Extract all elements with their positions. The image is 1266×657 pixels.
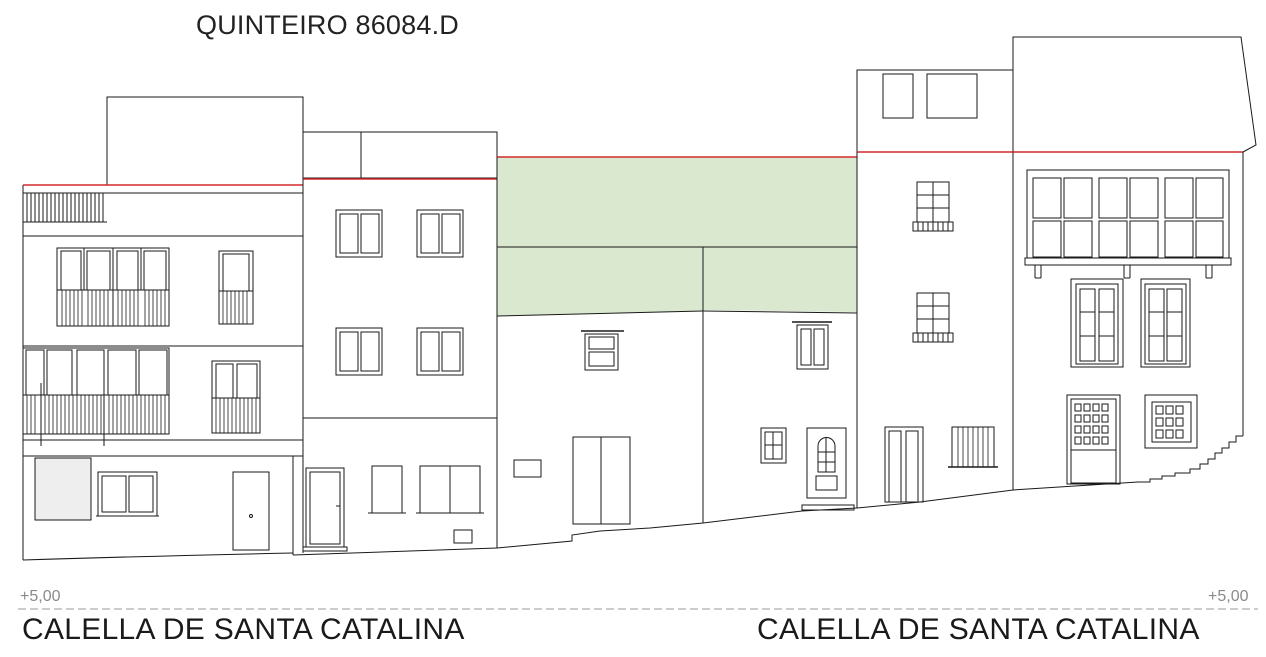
street-label-left: CALELLA DE SANTA CATALINA <box>22 613 465 646</box>
proposed-infill <box>497 157 857 316</box>
window-b4-ground <box>948 427 998 467</box>
drawing-title: QUINTEIRO 86084.D <box>196 10 459 40</box>
door-b2 <box>303 468 347 551</box>
door-b4 <box>885 427 923 502</box>
windows-ground-b2 <box>368 466 484 543</box>
building-3 <box>497 157 857 548</box>
window-b3 <box>581 331 624 370</box>
window-b3b <box>792 322 832 369</box>
window-b5-left <box>1071 279 1123 367</box>
building-5 <box>1013 37 1256 490</box>
window-small-b3b <box>761 428 786 463</box>
building-4 <box>857 70 1013 508</box>
window-balcony-small-lower <box>212 361 260 433</box>
door-arched-b3b <box>802 428 854 510</box>
window-balcony-lower <box>23 348 169 446</box>
street-label-right: CALELLA DE SANTA CATALINA <box>757 613 1200 646</box>
window-b5-right <box>1141 279 1190 367</box>
window-balcony-small-upper <box>219 251 253 324</box>
building-1 <box>23 97 303 560</box>
vent-b3 <box>514 460 541 477</box>
window-b5-ground <box>1145 395 1197 448</box>
level-label-right: +5,00 <box>1208 588 1249 605</box>
door-ground <box>233 472 269 550</box>
gallery-window <box>1025 170 1231 278</box>
window-b4-mid <box>913 293 953 342</box>
level-label-left: +5,00 <box>20 588 61 605</box>
building-2 <box>293 132 497 555</box>
garage-door-b3 <box>573 437 630 524</box>
shop-panel <box>35 458 91 520</box>
window-balcony-upper <box>57 248 169 326</box>
window-b4-top <box>913 182 953 231</box>
window-ground <box>96 472 159 516</box>
door-b5 <box>1067 395 1120 484</box>
exterior-stair <box>1138 436 1243 482</box>
window-b2 <box>336 210 463 375</box>
roof-railing <box>23 193 107 222</box>
